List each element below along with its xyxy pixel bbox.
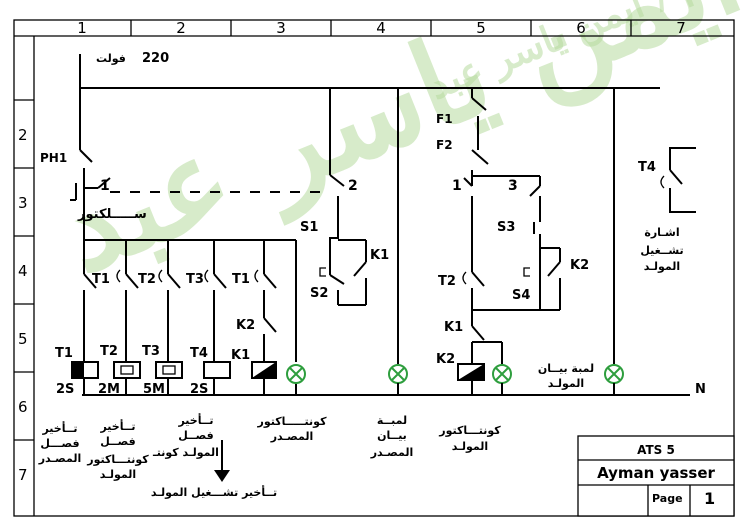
timer-contacts xyxy=(83,268,277,358)
title-block-title: ATS 5 xyxy=(637,443,675,457)
caption: المصـدر xyxy=(370,446,414,459)
supply-unit: فولت xyxy=(96,52,126,65)
selector-contact-2: 2 xyxy=(348,178,358,194)
caption: المولـد xyxy=(452,440,488,453)
t2-gen-contact-label: T2 xyxy=(438,274,456,289)
f1-label: F1 xyxy=(436,112,453,126)
supply-line xyxy=(79,54,690,396)
t3-contact-label: T3 xyxy=(186,272,204,287)
caption: المولـد xyxy=(644,260,680,273)
row-labels: 2 3 4 5 6 7 xyxy=(18,126,28,484)
caption: اشـارة xyxy=(644,226,679,239)
f2-label: F2 xyxy=(436,138,453,152)
column-label: 5 xyxy=(476,19,486,37)
row-label: 7 xyxy=(18,466,28,484)
t4-coil-label: T4 xyxy=(190,346,208,361)
column-label: 1 xyxy=(77,19,87,37)
s2-label: S2 xyxy=(310,286,328,301)
caption: المصـدر xyxy=(38,452,82,465)
s3-label: S3 xyxy=(497,220,515,235)
t1-time: 2S xyxy=(56,382,74,397)
t1-contact-label: T1 xyxy=(92,272,110,287)
caption: تــأخير xyxy=(177,413,213,427)
caption: المولـد xyxy=(548,377,584,390)
caption: كونتـــاكتور xyxy=(86,453,149,466)
t2-time: 2M xyxy=(98,382,120,397)
down-arrow xyxy=(214,440,230,482)
s1-label: S1 xyxy=(300,220,318,235)
title-block-page-number: 1 xyxy=(704,489,715,508)
supply-voltage: 220 xyxy=(142,51,169,66)
k2-interlock-label: K2 xyxy=(236,318,255,333)
caption: لمبــة xyxy=(377,414,407,427)
sheet-frame xyxy=(13,19,735,517)
ph1-label: PH1 xyxy=(40,151,67,165)
selector-label: ســـــلكتور xyxy=(77,207,147,222)
row-label: 4 xyxy=(18,262,28,280)
t1-contact2-label: T1 xyxy=(232,272,250,287)
captions: تــأخير فصـــل المصـدر تــأخير فصــل كون… xyxy=(38,226,684,499)
selector-contact-1: 1 xyxy=(100,178,110,194)
coils xyxy=(71,358,297,395)
caption: تــأخير xyxy=(99,419,135,433)
caption-bottom: تــأخير تشـــغيل المولـد xyxy=(151,485,277,499)
source-start-circuit xyxy=(319,88,367,306)
title-block xyxy=(577,435,735,517)
caption: تشــغيل xyxy=(640,244,683,257)
caption: فصـــل xyxy=(40,437,79,450)
source-lamp xyxy=(286,88,408,395)
k1-interlock-label: K1 xyxy=(444,320,463,335)
title-block-author: Ayman yasser xyxy=(597,464,715,482)
t2-contact-label: T2 xyxy=(138,272,156,287)
k1-coil-label: K1 xyxy=(231,348,250,363)
caption: المولـد xyxy=(100,468,136,481)
row-label: 2 xyxy=(18,126,28,144)
generator-circuit xyxy=(457,88,561,395)
caption: فصــل xyxy=(100,435,135,448)
caption: بيــان xyxy=(377,429,407,442)
k1-hold-label: K1 xyxy=(370,248,389,263)
column-label: 4 xyxy=(376,19,386,37)
caption: فصــل xyxy=(178,429,213,442)
selector-contact-1b: 1 xyxy=(452,178,462,194)
t4-time: 2S xyxy=(190,382,208,397)
caption: المصـدر xyxy=(270,430,314,443)
k1-branch xyxy=(263,239,297,362)
k2-coil-label: K2 xyxy=(436,352,455,367)
caption: لمبة بيــان xyxy=(538,362,594,375)
neutral-label: N xyxy=(695,382,706,397)
row-label: 3 xyxy=(18,194,28,212)
ph1-contact xyxy=(79,149,93,188)
column-label: 3 xyxy=(276,19,286,37)
row-label: 5 xyxy=(18,330,28,348)
caption: كونتـــاكتور xyxy=(438,424,501,437)
caption: تــأخير xyxy=(41,421,77,435)
caption: كونتـــــاكتور xyxy=(257,415,328,428)
t4-output-contact xyxy=(660,147,696,213)
t1-coil-label: T1 xyxy=(55,346,73,361)
column-label: 6 xyxy=(576,19,586,37)
column-label: 7 xyxy=(676,19,686,37)
t2-coil-label: T2 xyxy=(100,344,118,359)
s4-label: S4 xyxy=(512,288,530,303)
k2-hold-label: K2 xyxy=(570,258,589,273)
t4-contact-label: T4 xyxy=(638,160,656,175)
timer-bus xyxy=(83,239,265,268)
selector-contact-3: 3 xyxy=(508,178,518,194)
column-labels: 1 2 3 4 5 6 7 xyxy=(77,19,686,37)
column-label: 2 xyxy=(176,19,186,37)
row-label: 6 xyxy=(18,398,28,416)
title-block-page-label: Page xyxy=(652,492,683,505)
caption: المولـد كونتـ xyxy=(152,446,219,459)
selector-switch xyxy=(70,177,330,240)
t3-coil-label: T3 xyxy=(142,344,160,359)
t3-time: 5M xyxy=(143,382,165,397)
generator-lamp xyxy=(604,98,624,395)
